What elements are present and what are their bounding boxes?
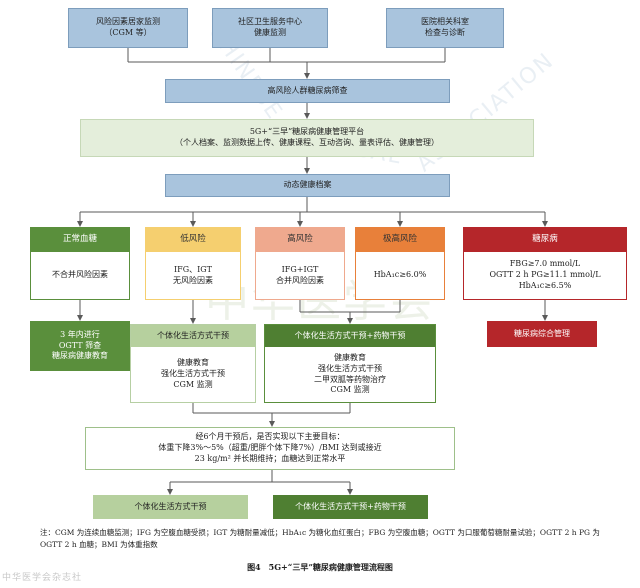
lifestyle-item: CGM 监测 xyxy=(173,379,213,389)
criteria-line: 无风险因素 xyxy=(173,275,213,285)
source-hospital-dept: 医院相关科室 检查与诊断 xyxy=(386,8,504,48)
risk-category-header: 低风险 xyxy=(146,228,240,252)
criteria-line: FBG≥7.0 mmol/L xyxy=(509,259,581,269)
dynamic-record-label: 动态健康档案 xyxy=(283,180,332,190)
risk-category-box: 极高风险 HbA₁c≥6.0% xyxy=(355,227,445,300)
screening-box: 高风险人群糖尿病筛查 xyxy=(165,79,450,103)
lifestyle-drug-intervention-box: 个体化生活方式干预+药物干预 健康教育 强化生活方式干预 二甲双胍等药物治疗 C… xyxy=(264,324,436,403)
risk-category-criteria: HbA₁c≥6.0% xyxy=(356,252,444,299)
criteria-line: 不合并风险因素 xyxy=(52,270,108,280)
lifestyle-drug-header: 个体化生活方式干预+药物干预 xyxy=(265,325,435,347)
publisher-watermark: 中华医学会杂志社 xyxy=(2,573,83,583)
criteria-line: 合并风险因素 xyxy=(276,275,324,285)
source-line: 检查与诊断 xyxy=(425,28,465,37)
platform-subtitle: （个人档案、监测数据上传、健康课程、互动咨询、量表评估、健康管理） xyxy=(175,138,439,147)
dynamic-record-box: 动态健康档案 xyxy=(165,174,450,197)
normal-action-line: OGTT 筛查 xyxy=(58,340,102,350)
lifestyle-item: 健康教育 xyxy=(177,358,209,368)
risk-category-header: 极高风险 xyxy=(356,228,444,252)
outcome-lifestyle-box: 个体化生活方式干预 xyxy=(93,495,248,519)
review-line: 23 kg/m² 并长期维持；血糖达到正常水平 xyxy=(194,453,346,463)
platform-title: 5G+“三早”糖尿病健康管理平台 xyxy=(249,127,365,137)
normal-action-line: 糖尿病健康教育 xyxy=(52,351,108,361)
criteria-line: HbA₁c≥6.0% xyxy=(373,270,427,280)
diabetes-management-label: 糖尿病综合管理 xyxy=(514,328,570,338)
source-line: 风险因素居家监测 xyxy=(96,17,160,27)
review-line: 体重下降3%～5%（超重/肥胖个体下降7%）/BMI 达到或接近 xyxy=(158,443,382,453)
criteria-line: HbA₁c≥6.5% xyxy=(518,280,572,290)
risk-category-box: 正常血糖不合并风险因素 xyxy=(30,227,130,300)
screening-label: 高风险人群糖尿病筛查 xyxy=(267,85,348,95)
lifestyle-intervention-box: 个体化生活方式干预 健康教育 强化生活方式干预 CGM 监测 xyxy=(130,324,256,403)
risk-category-header: 正常血糖 xyxy=(31,228,129,252)
lifestyle-drug-item: 强化生活方式干预 xyxy=(318,363,382,373)
platform-box: 5G+“三早”糖尿病健康管理平台 （个人档案、监测数据上传、健康课程、互动咨询、… xyxy=(80,119,534,157)
source-home-monitoring: 风险因素居家监测 （CGM 等） xyxy=(68,8,188,48)
review-line: 经6个月干预后，是否实现以下主要目标： xyxy=(195,432,345,442)
criteria-line: IFG、IGT xyxy=(174,264,212,274)
footnote: 注：CGM 为连续血糖监测；IFG 为空腹血糖受损；IGT 为糖耐量减低；HbA… xyxy=(40,528,600,549)
risk-category-criteria: 不合并风险因素 xyxy=(31,252,129,299)
outcome-lifestyle-drug-box: 个体化生活方式干预+药物干预 xyxy=(273,495,428,519)
criteria-line: OGTT 2 h PG≥11.1 mmol/L xyxy=(489,270,601,280)
source-line: 社区卫生服务中心 xyxy=(238,17,302,27)
source-line: 医院相关科室 xyxy=(421,17,469,27)
normal-action-line: 3 年内进行 xyxy=(60,329,100,339)
diabetes-management-box: 糖尿病综合管理 xyxy=(487,321,597,347)
lifestyle-item: 强化生活方式干预 xyxy=(161,369,225,379)
source-line: （CGM 等） xyxy=(104,28,152,37)
normal-action-box: 3 年内进行 OGTT 筛查 糖尿病健康教育 xyxy=(30,321,130,371)
figure-caption: 图4 5G+“三早”糖尿病健康管理流程图 xyxy=(247,562,393,572)
lifestyle-intervention-header: 个体化生活方式干预 xyxy=(131,325,255,347)
lifestyle-drug-items: 健康教育 强化生活方式干预 二甲双胍等药物治疗 CGM 监测 xyxy=(265,347,435,402)
lifestyle-intervention-items: 健康教育 强化生活方式干预 CGM 监测 xyxy=(131,347,255,402)
lifestyle-drug-item: 健康教育 xyxy=(334,352,366,362)
lifestyle-drug-item: 二甲双胍等药物治疗 xyxy=(314,374,386,384)
risk-category-header: 高风险 xyxy=(256,228,344,252)
source-community-center: 社区卫生服务中心 健康监测 xyxy=(212,8,328,48)
outcome-lifestyle-drug-label: 个体化生活方式干预+药物干预 xyxy=(295,501,406,511)
risk-category-header: 糖尿病 xyxy=(464,228,626,252)
criteria-line: IFG+IGT xyxy=(281,264,319,274)
source-line: 健康监测 xyxy=(254,28,286,37)
review-goal-box: 经6个月干预后，是否实现以下主要目标： 体重下降3%～5%（超重/肥胖个体下降7… xyxy=(85,427,455,470)
lifestyle-drug-item: CGM 监测 xyxy=(330,385,370,395)
outcome-lifestyle-label: 个体化生活方式干预 xyxy=(134,501,207,511)
